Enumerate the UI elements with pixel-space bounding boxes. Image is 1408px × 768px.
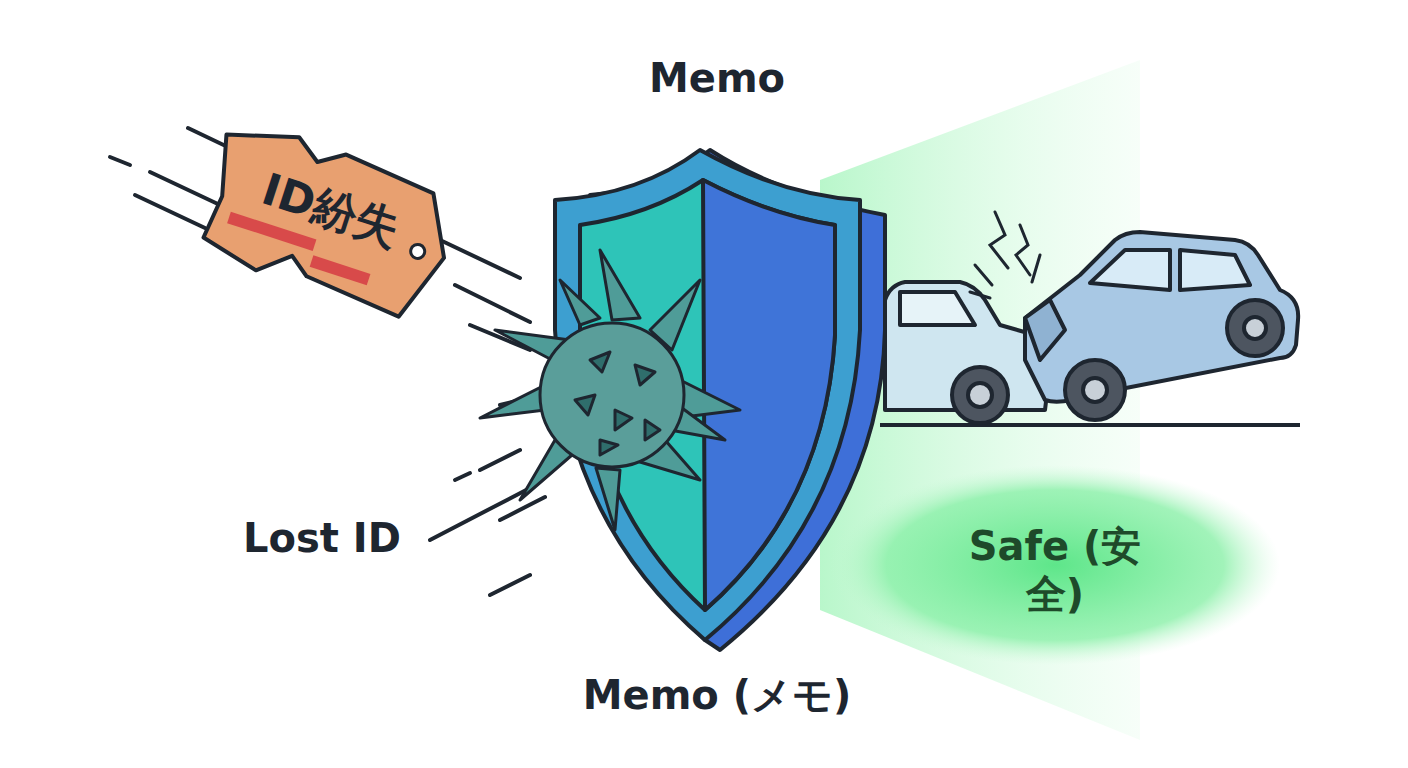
lost-id-label: Lost ID	[243, 515, 401, 561]
speed-lines	[110, 128, 545, 595]
lost-id-tag: ID紛失	[189, 116, 465, 325]
safe-zone: Safe (安全)	[955, 510, 1155, 630]
memo-label: Memo (メモ)	[583, 668, 852, 723]
shield-title: Memo	[649, 55, 785, 101]
safe-glow	[830, 465, 1280, 665]
spiky-ball	[480, 250, 740, 530]
impact-marks	[970, 212, 1040, 298]
ground-line	[880, 423, 1300, 427]
car-right	[1025, 232, 1298, 420]
node-text: Safe (安全)	[955, 522, 1155, 618]
